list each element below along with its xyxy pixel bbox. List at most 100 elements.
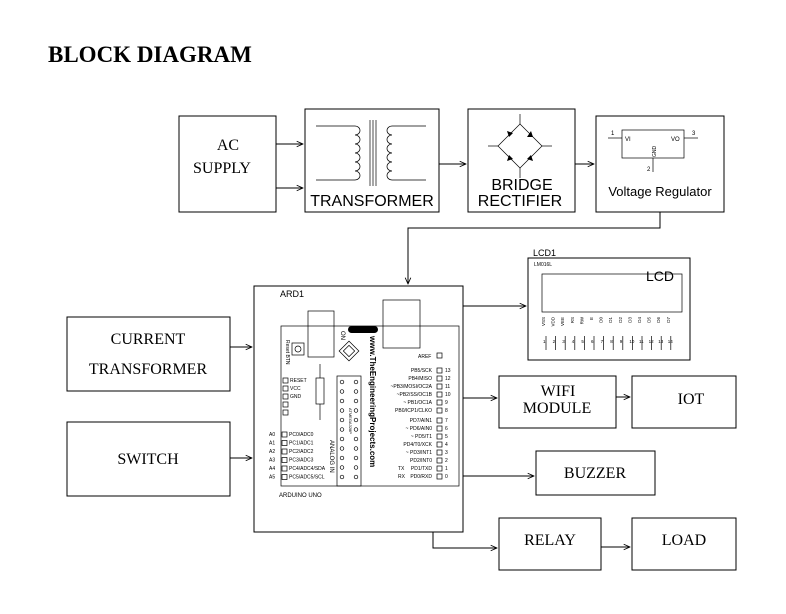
chip-pin: [353, 427, 359, 432]
arduino-digital-pin-number: 8: [445, 408, 448, 414]
arduino-digital-pin-number: 9: [445, 400, 448, 406]
lcd-pin-label: D7: [666, 317, 671, 323]
ac-supply-block: AC SUPPLY: [178, 115, 277, 213]
arduino-pin-pad: [436, 407, 443, 414]
lcd-pin-label: D3: [627, 317, 632, 323]
arduino-pin-pad: [281, 474, 288, 480]
arduino-digital-pin-name: PD1/TXD: [411, 466, 433, 472]
arduino-digital-pin-number: 2: [445, 458, 448, 464]
arduino-power-pin-label: VCC: [290, 386, 301, 392]
arduino-pin-pad: [281, 440, 288, 446]
lcd-pin-header: VSS1VDD2VEE3RS4RW5E6D07D18D29D310D411D51…: [541, 316, 673, 350]
arduino-digital-pin-number: 3: [445, 450, 448, 456]
ac-supply-label-line1: AC: [217, 137, 239, 154]
relay-label: RELAY: [524, 532, 576, 549]
lcd-pin-label: VDD: [551, 316, 556, 326]
arduino-pin-pad: [282, 393, 289, 400]
lcd-pin-label: D6: [656, 317, 661, 323]
chip-pin: [353, 436, 359, 442]
on-label: ON: [339, 331, 345, 340]
arduino-digital-pin-name: PB4/MISO: [408, 376, 432, 382]
chip-pin: [339, 436, 345, 442]
arduino-pin-pad: [436, 441, 443, 448]
lcd-pin-number: 13: [658, 339, 664, 344]
lcd-pin-number: 7: [601, 339, 604, 344]
arduino-digital-pin-name: ~ PB1/OC1A: [403, 400, 432, 406]
arduino-ref: ARD1: [280, 289, 304, 299]
ac-supply-label-line2: SUPPLY: [193, 160, 251, 177]
arduino-digital-pin-name: PB5/SCK: [411, 368, 433, 374]
voltage-regulator-label: Voltage Regulator: [608, 184, 712, 199]
arduino-pin-pad: [436, 473, 443, 480]
arduino-digital-pin-name: PD4/T0/XCK: [403, 442, 432, 448]
reset-button-icon: [291, 342, 305, 356]
regulator-pin2: 2: [647, 167, 651, 173]
arduino-digital-pin-number: 1: [445, 466, 448, 472]
current-transformer-label-line2: TRANSFORMER: [89, 361, 208, 378]
arduino-analog-label: A3: [269, 458, 275, 464]
buzzer-block: BUZZER: [535, 450, 656, 496]
arduino-digital-pin-number: 6: [445, 426, 448, 432]
chip-pin: [353, 398, 359, 404]
arduino-pin-pad: [281, 465, 288, 472]
arduino-digital-pin-number: 10: [445, 392, 451, 398]
arduino-digital-pin-number: 13: [445, 368, 451, 374]
chip-pin: [339, 398, 345, 404]
wifi-module-label-line1: WIFI: [541, 383, 576, 400]
arduino-pin-pad: [436, 433, 443, 440]
arduino-digital-pin-number: 12: [445, 376, 451, 382]
arduino-logo-icon: [338, 340, 360, 362]
lcd-label: LCD: [646, 268, 674, 284]
wifi-module-block: WIFI MODULE: [498, 375, 617, 429]
regulator-vi-label: VI: [625, 137, 631, 143]
lcd-pin-number: 11: [639, 339, 644, 344]
arduino-uno-label: ARDUINO UNO: [279, 493, 322, 499]
voltage-regulator-block: VI VO GND 1 3 2 Voltage Regulator: [595, 115, 725, 213]
arduino-pin-pad: [436, 367, 443, 374]
arduino-digital-pin-name: ~PB2/SS/OC1B: [397, 392, 433, 398]
arduino-pin-pad: [436, 391, 443, 398]
chip-pin: [353, 455, 359, 461]
bridge-diode-icon: [488, 114, 552, 178]
regulator-vo-label: VO: [671, 137, 680, 143]
lcd-pin-number: 12: [649, 339, 655, 344]
lcd-screen: [541, 273, 683, 313]
rx-label: RX: [398, 474, 406, 480]
lcd-pin-label: VSS: [541, 317, 546, 326]
arrow-arduino-to-relay: [432, 532, 497, 548]
arduino-pin-pad: [436, 465, 443, 472]
arduino-digital-pin-number: 4: [445, 442, 448, 448]
chip-pin: [353, 446, 359, 451]
arduino-pin-pad: [281, 448, 288, 455]
lcd-pin-number: 10: [629, 339, 635, 344]
lcd-pin-number: 14: [668, 339, 674, 344]
chip-pin: [353, 474, 359, 480]
switch-label: SWITCH: [117, 451, 179, 468]
arduino-analog-pin-name: PC1/ADC1: [289, 441, 314, 447]
chip-pin: [339, 417, 345, 423]
arduino-pin-pad: [436, 352, 443, 359]
crystal-icon: [315, 364, 325, 420]
switch-block: SWITCH: [66, 421, 231, 497]
chip-pin: [353, 408, 359, 413]
lcd-pin-label: D1: [608, 317, 613, 323]
atmega-chip: [336, 375, 362, 487]
arduino-digital-pin-name: ~ PD3/INT1: [406, 450, 432, 456]
wifi-module-label-line2: MODULE: [523, 400, 591, 417]
arduino-pin-pad: [436, 399, 443, 406]
arduino-digital-pin-number: 11: [445, 384, 450, 390]
regulator-chip-icon: VI VO GND 1 3 2: [608, 129, 698, 173]
arrow-regulator-to-arduino: [408, 212, 661, 284]
arduino-analog-label: A1: [269, 441, 275, 447]
lcd-block: LCD1 LM016L LCD VSS1VDD2VEE3RS4RW5E6D07D…: [527, 248, 691, 361]
transformer-block: TRANSFORMER: [304, 108, 440, 213]
arduino-pin-pad: [282, 385, 289, 392]
lcd-model: LM016L: [534, 262, 552, 268]
arduino-pin-pad: [436, 425, 443, 432]
arduino-digital-pin-name: ~ PD6/AIN0: [405, 426, 432, 432]
regulator-pin1: 1: [611, 131, 615, 137]
iot-block: IOT: [631, 375, 737, 429]
